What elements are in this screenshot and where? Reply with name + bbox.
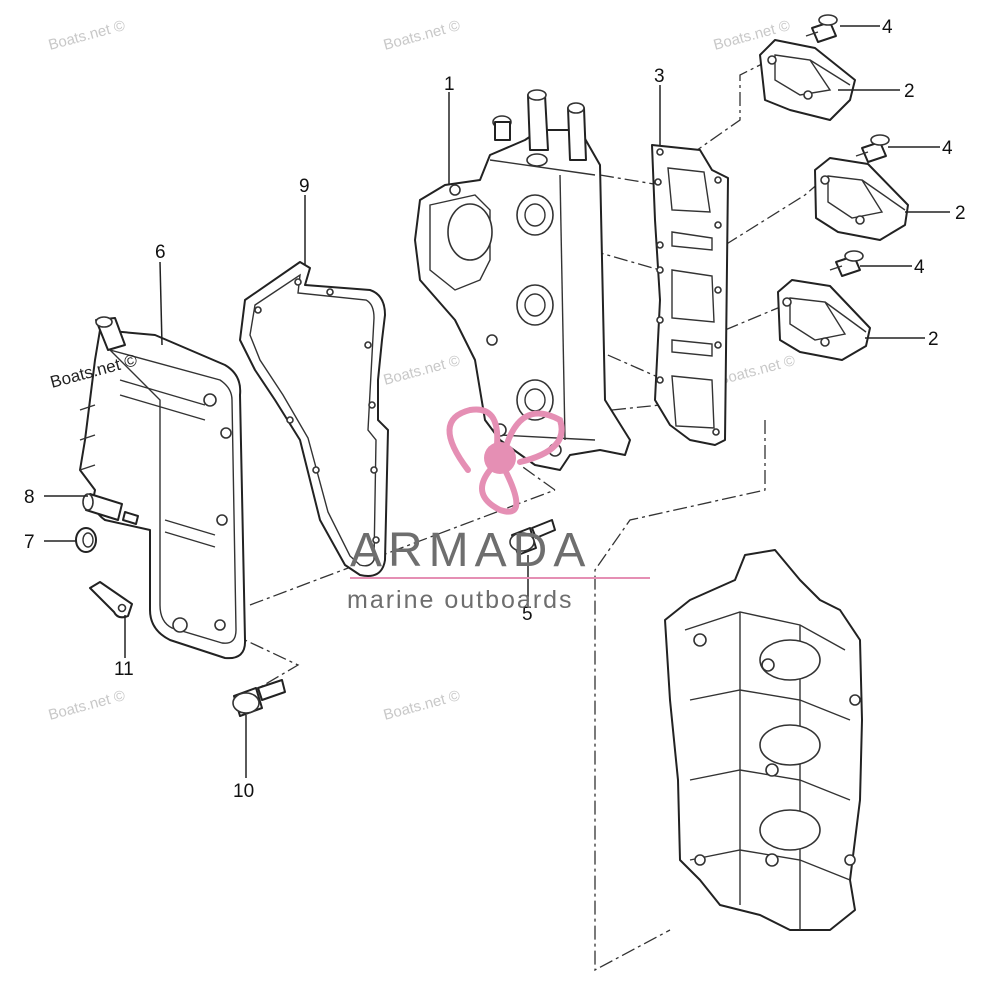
callout-11: 11: [114, 659, 134, 680]
clip-part-11: [89, 581, 133, 619]
watermark: Boats.net ©: [382, 687, 462, 724]
callout-4: 4: [942, 138, 953, 159]
callout-2: 2: [955, 203, 966, 224]
propeller-hub-icon: [484, 442, 516, 474]
callout-4: 4: [882, 17, 893, 38]
callout-3: 3: [654, 66, 665, 87]
watermark: Boats.net ©: [47, 17, 127, 54]
brand-name: ARMADA: [350, 524, 591, 577]
callout-9: 9: [299, 176, 310, 197]
callout-8: 8: [24, 487, 35, 508]
propeller-logo-icon: [446, 406, 565, 515]
watermark: Boats.net ©: [717, 352, 797, 389]
callout-10: 10: [233, 781, 254, 802]
watermark: Boats.net ©: [382, 17, 462, 54]
leader-lines: [44, 25, 950, 778]
brand-underline: [350, 577, 650, 579]
watermark: Boats.net ©: [382, 352, 462, 389]
cylinder-head-part-1: [414, 89, 631, 471]
screw-part-4a: [805, 14, 838, 43]
brand-tagline: marine outboards: [347, 586, 574, 614]
reed-valve-part-2a: [759, 39, 856, 121]
reed-valve-part-2b: [814, 157, 909, 241]
callout-2: 2: [904, 81, 915, 102]
bolt-part-5: [509, 519, 556, 556]
plug-part-8: [82, 493, 139, 525]
callout-4: 4: [914, 257, 925, 278]
callout-5: 5: [522, 604, 533, 625]
gasket-part-9: [239, 261, 389, 577]
bolt-part-10: [232, 679, 286, 717]
cap-part-7: [75, 527, 97, 553]
screw-part-4c: [829, 250, 864, 277]
screw-part-4b: [855, 134, 890, 163]
reed-valve-part-2c: [777, 279, 871, 361]
callout-1: 1: [444, 74, 455, 95]
assembly-lines: [227, 59, 821, 972]
callout-6: 6: [155, 242, 166, 263]
cover-plate-part-6: [79, 316, 247, 660]
callout-2: 2: [928, 329, 939, 350]
callout-7: 7: [24, 532, 35, 553]
gasket-part-3: [651, 144, 729, 446]
armada-logo: ARMADA marine outboards: [347, 406, 650, 614]
watermark: Boats.net ©: [47, 687, 127, 724]
callout-labels: 1 2 2 2 3 4 4 4 5 6 7 8 9 10 11: [24, 17, 966, 802]
crankcase-block: [664, 549, 863, 931]
